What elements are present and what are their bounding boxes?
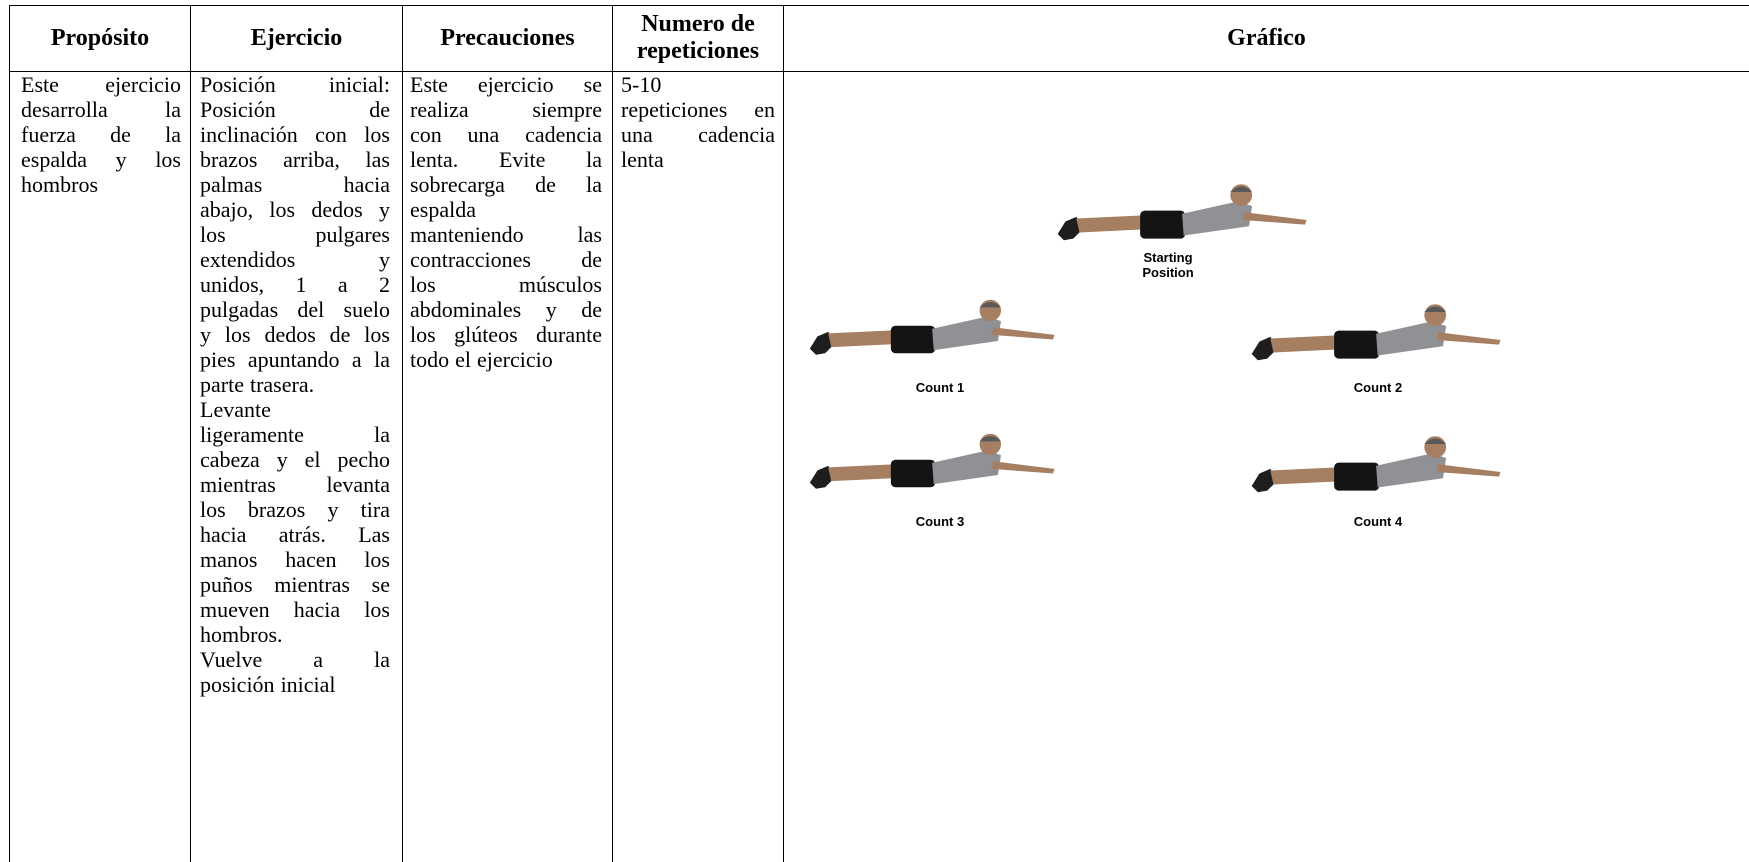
figure-count-1	[806, 288, 1066, 373]
caption-starting-line2: Position	[1142, 265, 1194, 280]
table-col-line-2	[402, 5, 403, 862]
repeticiones-line: lenta	[621, 147, 664, 172]
caption-count-4: Count 4	[1353, 514, 1403, 529]
header-grafico-text: Gráfico	[1227, 24, 1306, 51]
caption-count-1: Count 1	[915, 380, 965, 395]
table-col-line-0	[9, 5, 10, 862]
proposito-line: hombros	[21, 172, 98, 197]
caption-count-2: Count 2	[1353, 380, 1403, 395]
table-header-divider	[9, 71, 1749, 72]
header-precauciones-text: Precauciones	[440, 24, 575, 51]
figure-count-3	[806, 422, 1066, 507]
precauciones-line: espalda	[410, 197, 476, 222]
caption-starting-position: Starting Position	[1108, 250, 1228, 280]
ejercicio-line: hombros.	[200, 622, 283, 647]
table-col-line-3	[612, 5, 613, 862]
count-2-lifter-image	[1251, 304, 1501, 361]
count-1-lifter-image	[809, 299, 1055, 355]
caption-starting-line1: Starting	[1143, 250, 1193, 265]
starting-position-lifter-image	[1057, 184, 1307, 241]
header-repeticiones-line2: repeticiones	[636, 38, 760, 64]
table-col-line-4	[783, 5, 784, 862]
count-3-lifter-image	[809, 433, 1055, 489]
header-repeticiones-line1: Numero de	[641, 11, 755, 37]
figure-starting-position	[1016, 178, 1356, 253]
header-grafico: Gráfico	[784, 5, 1749, 71]
figure-count-2	[1220, 298, 1540, 373]
header-proposito-text: Propósito	[50, 24, 150, 51]
ejercicio-line: Levante	[200, 397, 271, 422]
figure-count-4	[1220, 430, 1540, 505]
header-ejercicio-text: Ejercicio	[250, 24, 343, 51]
table-border-top	[9, 5, 1749, 6]
count-4-lifter-image	[1251, 436, 1501, 493]
caption-count-3: Count 3	[915, 514, 965, 529]
table-col-line-1	[190, 5, 191, 862]
header-ejercicio: Ejercicio	[191, 5, 402, 71]
repeticiones-line: 5-10	[621, 72, 662, 97]
header-precauciones: Precauciones	[403, 5, 612, 71]
header-proposito: Propósito	[10, 5, 190, 71]
header-repeticiones: Numero de repeticiones	[613, 5, 783, 71]
